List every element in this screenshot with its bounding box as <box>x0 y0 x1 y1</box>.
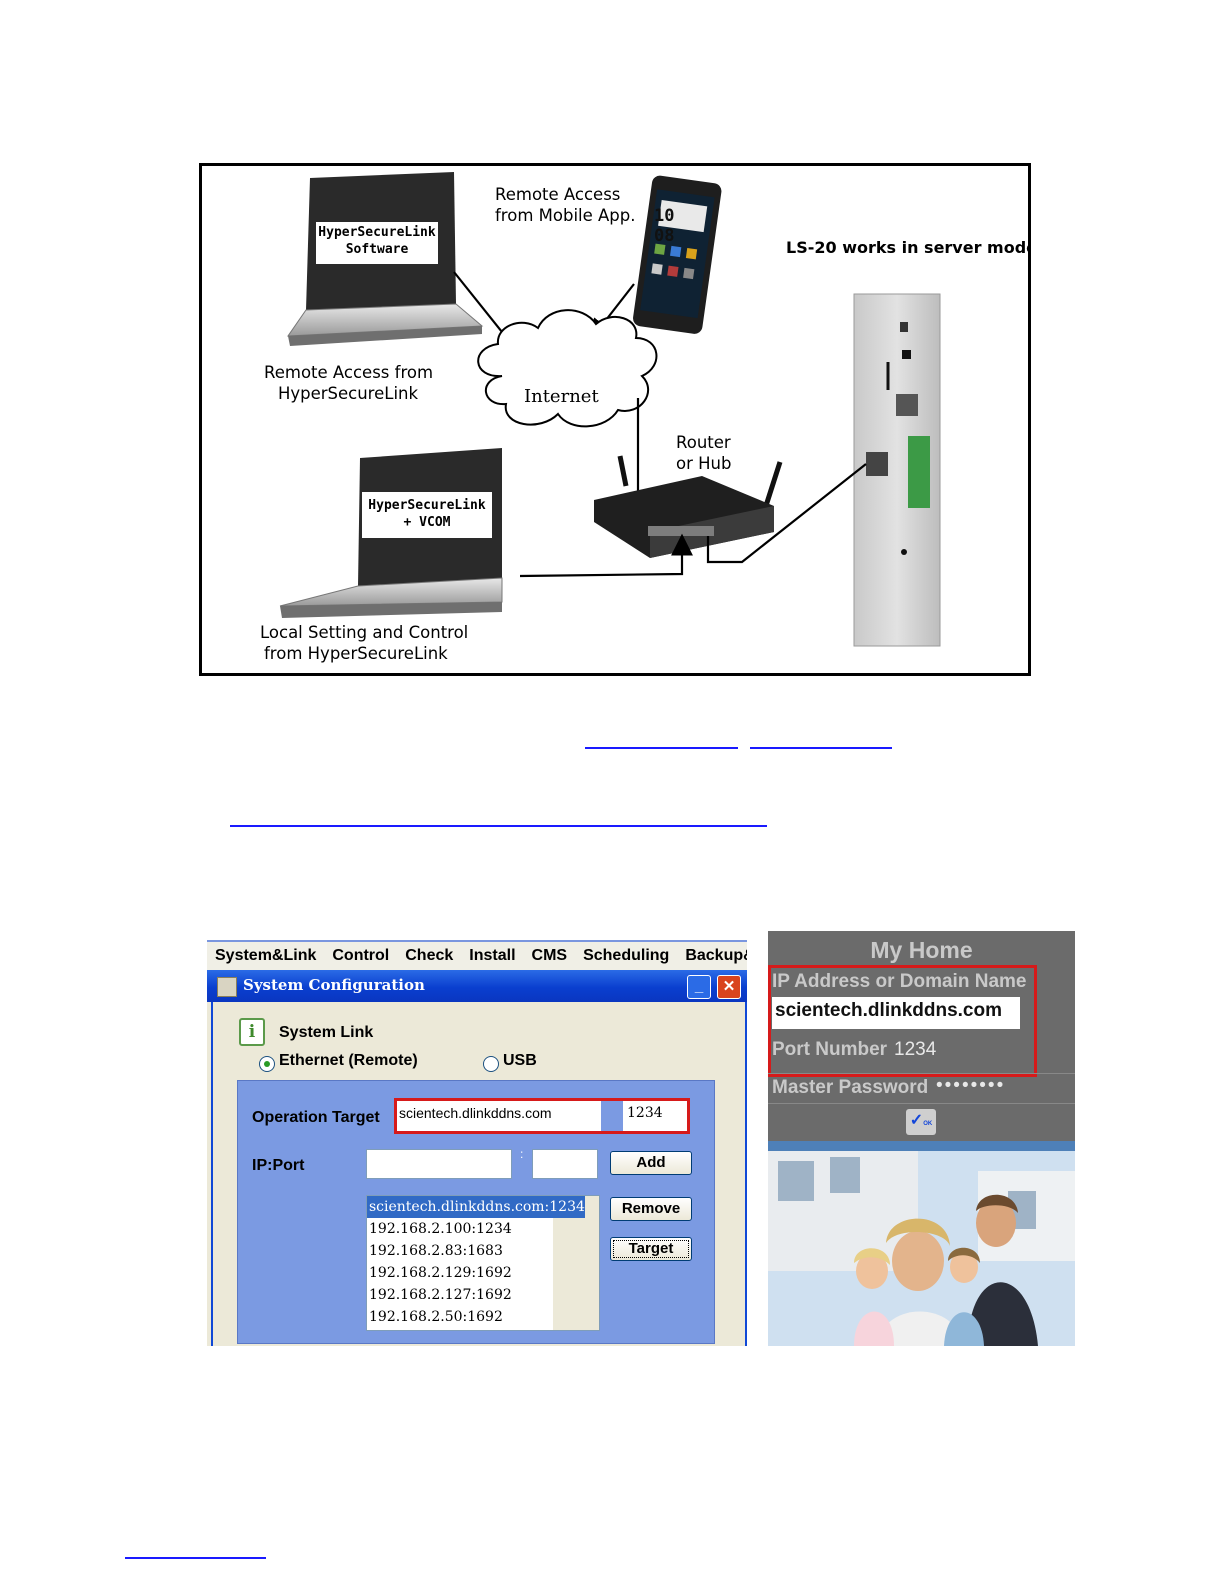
local-setting-line-2: from HyperSecureLink <box>260 643 468 664</box>
master-password-value[interactable]: •••••••• <box>936 1075 1005 1097</box>
laptop-1-screen-line-2: Software <box>316 241 438 258</box>
remote-access-pc-line-2: HyperSecureLink <box>264 383 432 404</box>
family-photo <box>768 1151 1075 1346</box>
port-input[interactable] <box>532 1149 598 1179</box>
ok-button[interactable]: ✓OK <box>906 1109 936 1135</box>
router-label-line-1: Router <box>676 432 731 453</box>
menu-backup[interactable]: Backup&R <box>677 947 747 965</box>
ip-address-value: scientech.dlinkddns.com <box>775 1000 1002 1022</box>
remove-button[interactable]: Remove <box>610 1197 692 1221</box>
laptop-2-screen-text: HyperSecureLink + VCOM <box>362 497 492 531</box>
radio-ethernet[interactable] <box>259 1056 275 1072</box>
operation-target-field[interactable]: scientech.dlinkddns.com 1234 <box>394 1098 690 1134</box>
ip-input[interactable] <box>366 1149 512 1179</box>
menu-system-link[interactable]: System&Link <box>207 947 324 965</box>
phone-clock: 10 08 <box>654 206 704 246</box>
local-setting-line-1: Local Setting and Control <box>260 622 468 643</box>
port-number-label: Port Number <box>772 1039 887 1061</box>
close-button[interactable]: ✕ <box>717 975 741 999</box>
radio-usb[interactable] <box>483 1056 499 1072</box>
divider <box>768 1073 1075 1074</box>
menu-control[interactable]: Control <box>324 947 397 965</box>
laptop-1-screen-text: HyperSecureLink Software <box>316 224 438 258</box>
network-diagram: HyperSecureLink Software HyperSecureLink… <box>199 163 1031 676</box>
hyperlink-underline-1[interactable] <box>585 747 738 749</box>
menu-check[interactable]: Check <box>397 947 461 965</box>
minimize-button[interactable]: _ <box>687 975 711 999</box>
divider <box>768 1103 1075 1104</box>
router-label-line-2: or Hub <box>676 453 731 474</box>
laptop-2-screen-line-2: + VCOM <box>362 514 492 531</box>
router-label: Router or Hub <box>676 432 731 474</box>
menu-install[interactable]: Install <box>461 947 523 965</box>
remote-access-pc-label: Remote Access from HyperSecureLink <box>264 362 432 404</box>
port-number-value[interactable]: 1234 <box>894 1039 936 1061</box>
list-item[interactable]: 192.168.2.83:1683 <box>367 1240 503 1262</box>
operation-target-port: 1234 <box>627 1105 663 1121</box>
list-item[interactable]: scientech.dlinkddns.com:1234 <box>367 1196 585 1218</box>
window-body: i System Link Ethernet (Remote) USB Oper… <box>211 1002 747 1346</box>
list-item[interactable]: 192.168.2.100:1234 <box>367 1218 512 1240</box>
internet-label: Internet <box>524 386 599 407</box>
master-password-label: Master Password <box>772 1077 928 1099</box>
ip-address-label: IP Address or Domain Name <box>772 971 1026 993</box>
laptop-1-illustration <box>288 172 482 346</box>
laptop-2-illustration <box>280 448 502 618</box>
menu-bar: System&Link Control Check Install CMS Sc… <box>207 940 747 971</box>
ok-label: OK <box>923 1121 932 1127</box>
link-settings-panel: Operation Target scientech.dlinkddns.com… <box>237 1080 715 1344</box>
radio-usb-label: USB <box>503 1052 537 1070</box>
window-title: System Configuration <box>243 976 425 994</box>
hyperlink-underline-4[interactable] <box>125 1557 266 1559</box>
ip-port-colon: : <box>520 1147 523 1161</box>
check-icon: ✓ <box>910 1112 923 1129</box>
laptop-1-screen-line-1: HyperSecureLink <box>316 224 438 241</box>
menu-scheduling[interactable]: Scheduling <box>575 947 677 965</box>
list-item[interactable]: 192.168.2.127:1692 <box>367 1284 512 1306</box>
info-icon: i <box>239 1018 265 1046</box>
mobile-title: My Home <box>768 937 1075 964</box>
radio-ethernet-label[interactable]: Ethernet (Remote) <box>279 1052 418 1070</box>
mobile-app-screenshot: My Home IP Address or Domain Name scient… <box>768 931 1075 1346</box>
operation-target-host: scientech.dlinkddns.com <box>399 1105 552 1121</box>
remote-access-mobile-line-1: Remote Access <box>495 184 636 205</box>
phone-illustration <box>632 175 722 335</box>
ip-port-label: IP:Port <box>252 1157 304 1175</box>
menu-cms[interactable]: CMS <box>524 947 576 965</box>
operation-target-label: Operation Target <box>252 1109 380 1127</box>
ip-address-field[interactable]: scientech.dlinkddns.com <box>772 997 1020 1029</box>
internet-cloud <box>478 310 656 426</box>
software-screenshot: System&Link Control Check Install CMS Sc… <box>207 940 747 1346</box>
add-button[interactable]: Add <box>610 1151 692 1175</box>
list-item[interactable]: 192.168.2.50:1692 <box>367 1306 503 1328</box>
remote-access-mobile-label: Remote Access from Mobile App. <box>495 184 636 226</box>
section-title: System Link <box>279 1024 373 1042</box>
window-title-bar: System Configuration _ ✕ <box>207 970 747 1002</box>
app-icon <box>217 977 237 997</box>
list-item[interactable]: 192.168.2.129:1692 <box>367 1262 512 1284</box>
photo-top-band <box>768 1141 1075 1151</box>
remote-access-mobile-line-2: from Mobile App. <box>495 205 636 226</box>
local-setting-label: Local Setting and Control from HyperSecu… <box>260 622 468 664</box>
operation-target-separator <box>601 1101 623 1131</box>
target-button[interactable]: Target <box>610 1237 692 1261</box>
laptop-2-screen-line-1: HyperSecureLink <box>362 497 492 514</box>
ls20-device-illustration <box>854 294 940 646</box>
hyperlink-underline-2[interactable] <box>750 747 892 749</box>
hyperlink-underline-3[interactable] <box>230 825 767 827</box>
ip-list[interactable]: scientech.dlinkddns.com:1234 192.168.2.1… <box>366 1195 600 1331</box>
remote-access-pc-line-1: Remote Access from <box>264 362 432 383</box>
ls20-label: LS-20 works in server mode <box>786 238 1031 257</box>
